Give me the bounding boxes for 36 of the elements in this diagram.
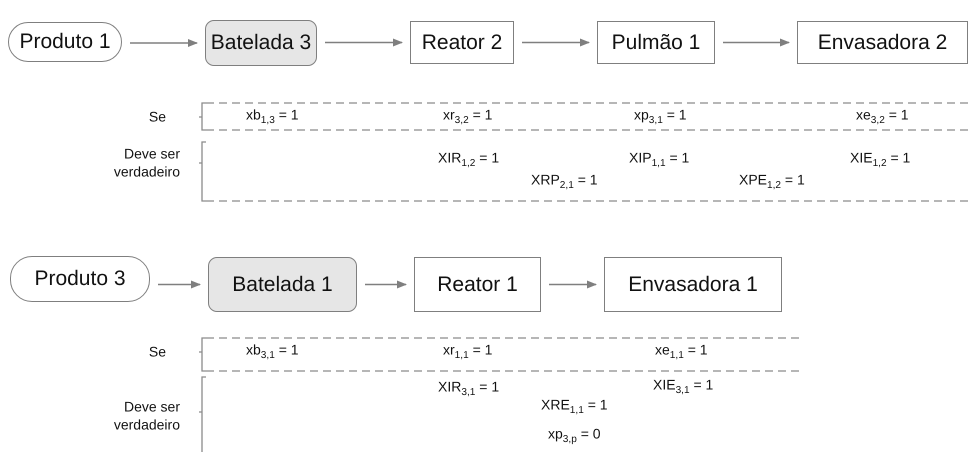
variable-condition: xe$_{1,1}$ = 1 — [655, 341, 708, 363]
arrow — [158, 280, 201, 288]
variable-condition: xr$_{3,2}$ = 1 — [443, 106, 492, 128]
variable-condition: XPE$_{1,2}$ = 1 — [739, 171, 805, 193]
arrow — [549, 280, 597, 288]
process-box: Envasadora 1 — [604, 257, 782, 312]
arrow — [325, 38, 403, 46]
process-box: Reator 1 — [414, 257, 541, 312]
variable-condition: XRP$_{2,1}$ = 1 — [531, 171, 598, 193]
process-box: Pulmão 1 — [597, 21, 715, 64]
variable-condition: xe$_{3,2}$ = 1 — [856, 106, 909, 128]
arrow — [365, 280, 407, 288]
row-label: Se — [148, 108, 166, 126]
arrow — [723, 38, 790, 46]
process-box: Reator 2 — [410, 21, 514, 64]
variable-condition: xb$_{3,1}$ = 1 — [246, 341, 299, 363]
product-pill: Produto 1 — [8, 22, 122, 62]
variable-condition: XIE$_{1,2}$ = 1 — [850, 149, 910, 171]
product-pill: Produto 3 — [10, 256, 150, 302]
variable-condition: XIE$_{3,1}$ = 1 — [653, 376, 714, 398]
variable-condition: xp$_{3,1}$ = 1 — [634, 106, 687, 128]
row-label: Deve ser verdadeiro — [112, 398, 180, 434]
variable-condition: XIR$_{1,2}$ = 1 — [438, 149, 500, 171]
process-box: Batelada 3 — [205, 20, 317, 66]
process-box: Batelada 1 — [208, 257, 357, 312]
variable-condition: XIP$_{1,1}$ = 1 — [629, 149, 690, 171]
row-label: Deve ser verdadeiro — [112, 146, 180, 180]
variable-condition: XIR$_{3,1}$ = 1 — [438, 378, 500, 400]
variable-condition: xp$_{3,p}$ = 0 — [548, 425, 601, 447]
variable-condition: xr$_{1,1}$ = 1 — [443, 341, 492, 363]
variable-condition: XRE$_{1,1}$ = 1 — [541, 396, 608, 418]
process-box: Envasadora 2 — [797, 21, 968, 64]
variable-condition: xb$_{1,3}$ = 1 — [246, 106, 299, 128]
arrow — [130, 39, 198, 47]
arrow — [522, 38, 590, 46]
row-label: Se — [148, 343, 166, 361]
